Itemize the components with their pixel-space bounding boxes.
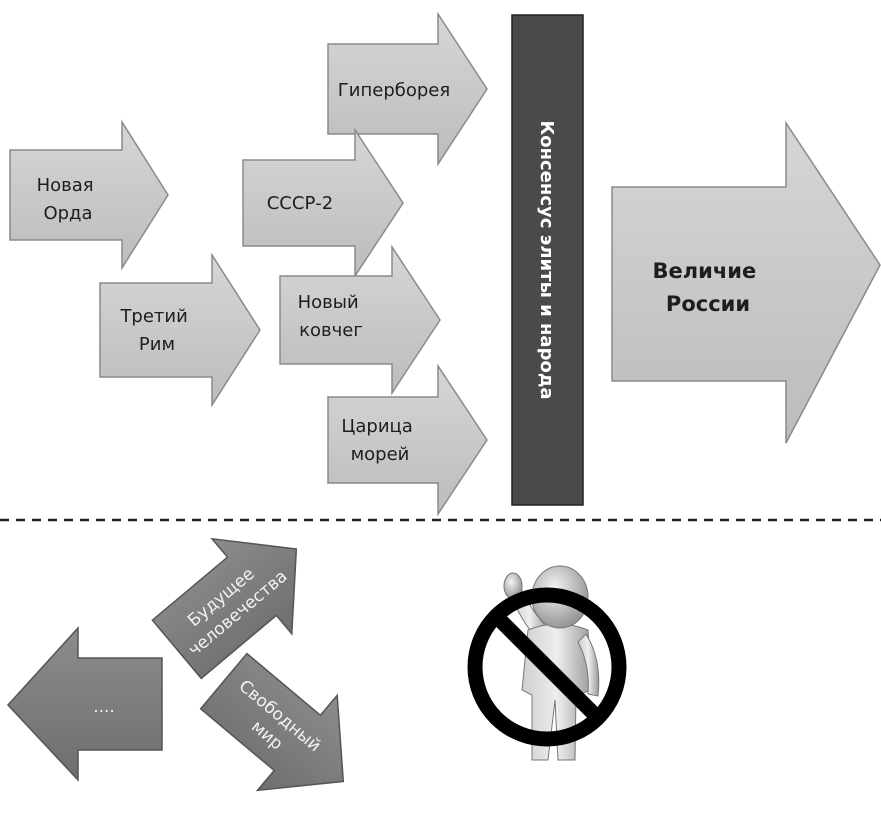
arrow-shape — [9, 119, 169, 271]
prohibition-circle — [467, 587, 627, 747]
arrow-shape — [327, 363, 488, 517]
label-line-1: Третий — [119, 306, 187, 327]
label-line-1: Величие — [652, 259, 756, 283]
arrow-label: Величие России — [652, 259, 763, 316]
label-line-2: Рим — [139, 334, 175, 355]
arrow-novyy-kovcheg: Новый ковчег — [279, 244, 441, 396]
arrow-shape — [611, 120, 881, 444]
stop-figure-icon — [467, 565, 627, 761]
arrow-shape — [327, 11, 488, 167]
arrow-tsaritsa-morey: Царица морей — [327, 363, 488, 517]
consensus-bar: Консенсус элиты и народа — [511, 14, 584, 506]
arrow-velichie-rossii: Величие России — [611, 120, 881, 444]
label-line-1: СССР-2 — [267, 193, 334, 214]
arrow-label: .... — [93, 697, 115, 717]
label-line-1: Царица — [341, 416, 412, 437]
arrow-tretiy-rim: Третий Рим — [99, 252, 261, 408]
arrow-shape — [279, 244, 441, 396]
arrow-svobodnyy-mir: Свободный мир — [199, 652, 345, 792]
label-line-2: России — [666, 292, 750, 316]
arrow-label: Новый ковчег — [298, 292, 365, 341]
arrow-shape — [242, 127, 404, 279]
arrow-shape — [151, 537, 298, 680]
consensus-bar-label: Консенсус элиты и народа — [536, 120, 557, 399]
consensus-bar-shape — [511, 14, 584, 506]
arrow-label: Гиперборея — [338, 80, 450, 101]
prohibition-slash — [491, 611, 603, 723]
arrow-sssr-2: СССР-2 — [242, 127, 404, 279]
label-line-2: ковчег — [299, 320, 363, 341]
label-line-1: Гиперборея — [338, 80, 450, 101]
label-line-1: Новая — [37, 175, 94, 196]
arrow-giperboreya: Гиперборея — [327, 11, 488, 167]
arrow-label: Третий Рим — [119, 306, 193, 355]
arrow-label: Новая Орда — [37, 175, 100, 224]
arrow-ellipsis: .... — [6, 626, 163, 782]
arrow-label: СССР-2 — [267, 193, 334, 214]
arrow-label: Царица морей — [341, 416, 418, 465]
arrow-shape — [199, 652, 345, 792]
label-line-2: морей — [351, 444, 410, 465]
arrow-shape — [99, 252, 261, 408]
lower-arm — [577, 633, 600, 697]
label-line-2: Орда — [43, 203, 92, 224]
label-line-1: Новый — [298, 292, 359, 313]
arrow-novaya-orda: Новая Орда — [9, 119, 169, 271]
arrow-shape — [6, 626, 163, 782]
